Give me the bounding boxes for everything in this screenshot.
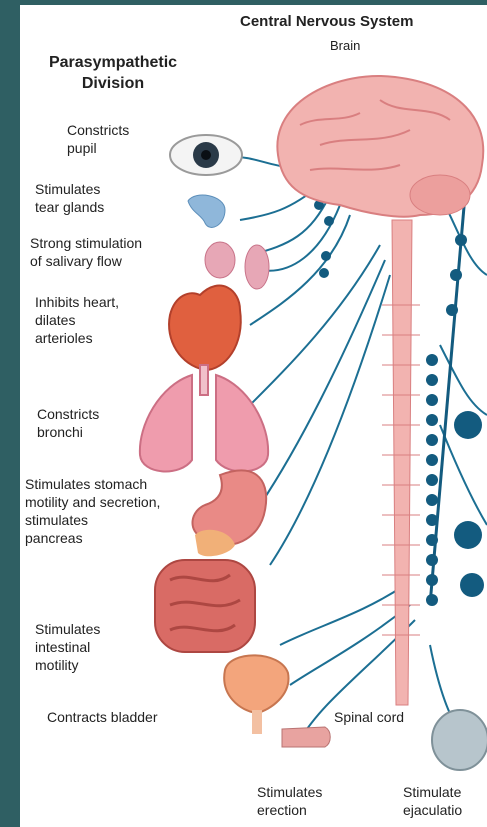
effect-label-heart: Inhibits heart, dilates arterioles xyxy=(35,293,119,347)
effect-label-ejaculation: Stimulate ejaculatio xyxy=(403,783,462,819)
spinal-cord-shape xyxy=(382,220,420,705)
effect-label-salivary: Strong stimulation of salivary flow xyxy=(30,234,142,270)
spinal-cord-label: Spinal cord xyxy=(334,708,404,726)
effect-label-bronchi: Constricts bronchi xyxy=(37,405,99,441)
effect-label-pupil: Constricts pupil xyxy=(67,121,129,157)
division-title: Parasympathetic Division xyxy=(28,52,198,94)
diagram-frame: Central Nervous System Brain Parasympath… xyxy=(20,5,487,827)
genital-shape xyxy=(282,727,330,747)
effect-label-stomach: Stimulates stomach motility and secretio… xyxy=(25,475,160,547)
eye-shape xyxy=(170,135,242,175)
tear-gland-shape xyxy=(188,195,225,227)
heart-shape xyxy=(169,286,241,370)
effect-label-intestine: Stimulates intestinal motility xyxy=(35,620,100,674)
bladder-shape xyxy=(224,655,288,734)
testis-shape xyxy=(432,710,487,770)
intestines-shape xyxy=(155,560,255,652)
effect-label-erection: Stimulates erection xyxy=(257,783,322,819)
salivary-glands-shape xyxy=(205,242,269,289)
effect-label-bladder: Contracts bladder xyxy=(47,708,158,726)
ganglion-chain xyxy=(426,194,484,606)
brain-label: Brain xyxy=(330,37,360,55)
effect-label-tear-glands: Stimulates tear glands xyxy=(35,180,104,216)
lungs-shape xyxy=(140,365,268,471)
brain-shape xyxy=(277,76,483,217)
diagram-title: Central Nervous System xyxy=(240,13,413,31)
